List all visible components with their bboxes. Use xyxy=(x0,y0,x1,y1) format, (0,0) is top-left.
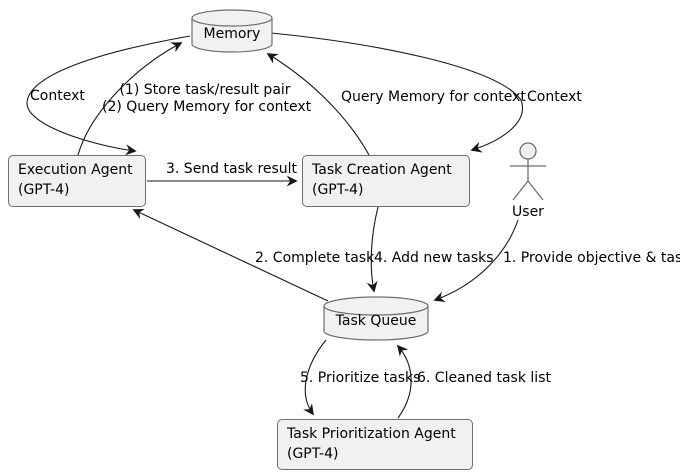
edge-execution-agent-to-memory xyxy=(77,42,183,156)
edge-label-provide-objective: 1. Provide objective & task xyxy=(503,250,680,266)
node-task-prioritization-agent: Task Prioritization Agent (GPT-4) xyxy=(277,419,473,470)
task-creation-agent-label: Task Creation Agent xyxy=(312,162,452,178)
user-label: User xyxy=(512,204,544,220)
task-creation-agent-sublabel: (GPT-4) xyxy=(312,182,364,198)
edge-task-creation-agent-to-memory xyxy=(266,53,370,156)
memory-database-icon xyxy=(191,9,273,53)
execution-agent-label: Execution Agent xyxy=(18,162,133,178)
edge-label-add-new-tasks: 4. Add new tasks xyxy=(374,250,494,266)
memory-label: Memory xyxy=(203,26,261,42)
edge-label-prioritize-tasks: 5. Prioritize tasks xyxy=(300,370,421,386)
edge-label-context-right: Context xyxy=(527,89,582,105)
edge-label-complete-task: 2. Complete task xyxy=(255,250,375,266)
edge-label-store-line1: (1) Store task/result pair xyxy=(119,82,291,98)
edge-task-creation-agent-to-task-queue xyxy=(366,206,379,293)
task-queue-database-icon xyxy=(323,296,429,341)
task-prioritization-agent-sublabel: (GPT-4) xyxy=(287,446,339,462)
edge-memory-to-task-creation-agent xyxy=(270,32,523,153)
task-queue-label: Task Queue xyxy=(335,313,417,329)
edge-label-store-and-query: (1) Store task/result pair (2) Query Mem… xyxy=(102,82,312,116)
user-actor-icon xyxy=(510,142,546,201)
edge-task-prioritization-agent-to-task-queue xyxy=(396,344,412,419)
edge-memory-to-execution-agent xyxy=(26,35,191,156)
edge-task-queue-to-task-prioritization-agent xyxy=(303,339,327,416)
edge-user-to-task-queue xyxy=(433,219,519,302)
edge-label-cleaned-task-list: 6. Cleaned task list xyxy=(417,370,551,386)
node-execution-agent: Execution Agent (GPT-4) xyxy=(8,155,146,207)
edge-label-store-line2: (2) Query Memory for context xyxy=(102,99,312,115)
edge-label-query-memory: Query Memory for context xyxy=(341,89,526,105)
edge-label-context-left: Context xyxy=(30,88,85,104)
edge-label-send-task-result: 3. Send task result xyxy=(166,161,298,177)
node-task-creation-agent: Task Creation Agent (GPT-4) xyxy=(302,155,470,207)
task-prioritization-agent-label: Task Prioritization Agent xyxy=(287,426,456,442)
edge-task-queue-to-execution-agent xyxy=(132,208,329,302)
execution-agent-sublabel: (GPT-4) xyxy=(18,182,70,198)
